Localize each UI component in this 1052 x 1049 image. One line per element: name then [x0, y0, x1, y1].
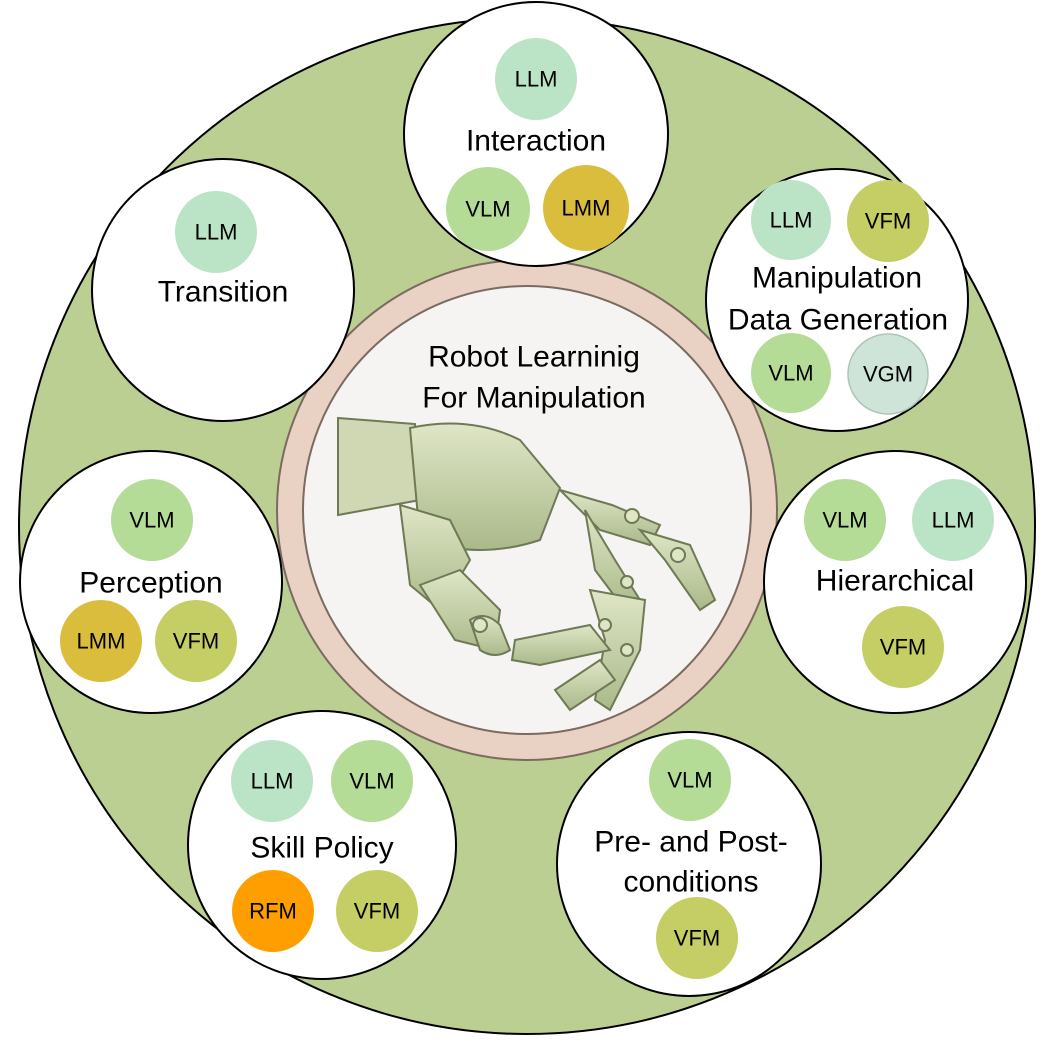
badge-vfm [847, 180, 929, 262]
badge-vgm-label: VGM [863, 362, 913, 387]
module-conditions-label-line2: conditions [623, 866, 758, 899]
center-hub: Robot Learninig For Manipulation [276, 259, 778, 761]
badge-vlm [804, 479, 886, 561]
badge-vlm [111, 479, 193, 561]
badge-lmm-label: LMM [562, 196, 611, 221]
badge-vfm-label: VFM [674, 926, 720, 951]
badge-vlm-label: VLM [667, 768, 712, 793]
badge-vlm [649, 739, 731, 821]
center-title-line1: Robot Learninig [428, 341, 640, 374]
badge-lmm [60, 600, 142, 682]
badge-llm-label: LLM [251, 769, 294, 794]
module-conditions-circle [556, 731, 822, 997]
module-interaction: LLM Interaction VLM LMM [403, 1, 669, 267]
module-perception-label: Perception [79, 567, 222, 600]
badge-vfm-label: VFM [880, 635, 926, 660]
module-interaction-label: Interaction [466, 125, 606, 158]
badge-vfm [336, 870, 418, 952]
badge-lmm [543, 165, 629, 251]
badge-llm-label: LLM [515, 67, 558, 92]
badge-llm [231, 740, 313, 822]
module-skill-policy: LLM VLM Skill Policy RFM VFM [187, 710, 457, 980]
module-data-generation-circle [705, 168, 969, 432]
badge-vfm-label: VFM [865, 209, 911, 234]
module-conditions: VLM Pre- and Post- conditions VFM [556, 731, 822, 997]
module-data-generation: LLM VFM Manipulation Data Generation VLM… [705, 168, 969, 432]
badge-vlm [751, 333, 831, 413]
badge-rfm [232, 870, 314, 952]
module-skill-policy-label: Skill Policy [250, 832, 393, 865]
badge-vfm [656, 897, 738, 979]
module-hierarchical-label: Hierarchical [816, 565, 974, 598]
badge-llm-label: LLM [932, 508, 975, 533]
module-transition: LLM Transition [91, 158, 355, 422]
badge-vlm-label: VLM [822, 508, 867, 533]
badge-llm-label: LLM [770, 208, 813, 233]
badge-vlm-label: VLM [768, 361, 813, 386]
badge-vfm-label: VFM [354, 899, 400, 924]
badge-vgm [847, 333, 929, 415]
badge-vlm [331, 740, 413, 822]
badge-llm [751, 180, 831, 260]
badge-vfm [155, 600, 237, 682]
module-hierarchical: VLM LLM Hierarchical VFM [763, 450, 1027, 714]
module-transition-circle [91, 158, 355, 422]
badge-rfm-label: RFM [249, 899, 297, 924]
badge-llm [495, 38, 577, 120]
robot-hand-icon [337, 416, 717, 712]
badge-vlm-label: VLM [349, 769, 394, 794]
badge-vfm [862, 606, 944, 688]
badge-vlm-label: VLM [129, 508, 174, 533]
module-conditions-label-line1: Pre- and Post- [594, 826, 787, 859]
module-transition-label: Transition [158, 276, 289, 309]
badge-llm [912, 479, 994, 561]
module-data-generation-label-line1: Manipulation [752, 262, 922, 295]
badge-vfm-label: VFM [173, 629, 219, 654]
badge-lmm-label: LMM [77, 629, 126, 654]
badge-vlm-label: VLM [465, 197, 510, 222]
badge-llm-label: LLM [195, 220, 238, 245]
module-perception: VLM Perception LMM VFM [19, 450, 283, 714]
center-title-line2: For Manipulation [422, 382, 645, 415]
module-data-generation-label-line2: Data Generation [728, 304, 948, 337]
badge-vlm [446, 167, 530, 251]
badge-llm [175, 191, 257, 273]
